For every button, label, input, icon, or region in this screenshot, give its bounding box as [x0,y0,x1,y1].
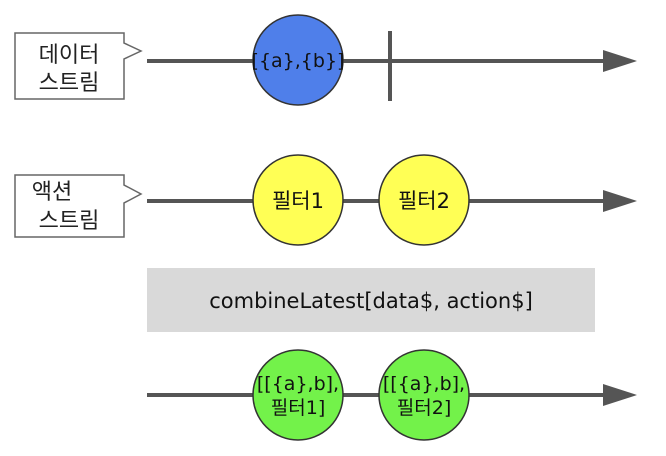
data-marble [252,14,344,106]
result-marble-2-label-line1: [[{a},b], [383,373,465,395]
result-stream-row: [[{a},b], 필터1] [[{a},b], 필터2] [147,349,637,441]
data-marble-label: [{a},{b}] [252,50,345,72]
operator-box: combineLatest[data$, action$] [147,268,595,332]
data-stream-label-line2: 스트림 [39,71,100,96]
action-stream-row: 액션 스트림 필터1 필터2 [14,154,637,246]
result-marble-2-label-line2: 필터2] [397,397,451,419]
result-marble-1-label-line1: [[{a},b], [257,373,339,395]
action-marble-1 [252,154,344,246]
action-marble-2-label: 필터2 [398,189,450,213]
action-stream-label-line1: 액션 [32,180,72,205]
data-stream-label-callout [14,32,143,100]
operator-box-background [147,268,595,332]
result-stream-arrowhead [603,384,637,406]
operator-label: combineLatest[data$, action$] [209,289,533,313]
data-stream-label-line1: 데이터 [39,43,100,68]
action-stream-arrowhead [603,190,637,212]
action-marble-2 [378,154,470,246]
action-stream-label-line2: 스트림 [39,209,100,234]
action-stream-label-callout [14,174,143,238]
result-marble-2 [378,349,470,441]
data-stream-arrowhead [603,50,637,72]
result-marble-1-label-line2: 필터1] [271,397,325,419]
data-stream-row: 데이터 스트림 [{a},{b}] [14,14,637,106]
action-marble-1-label: 필터1 [272,189,324,213]
result-marble-1 [252,349,344,441]
